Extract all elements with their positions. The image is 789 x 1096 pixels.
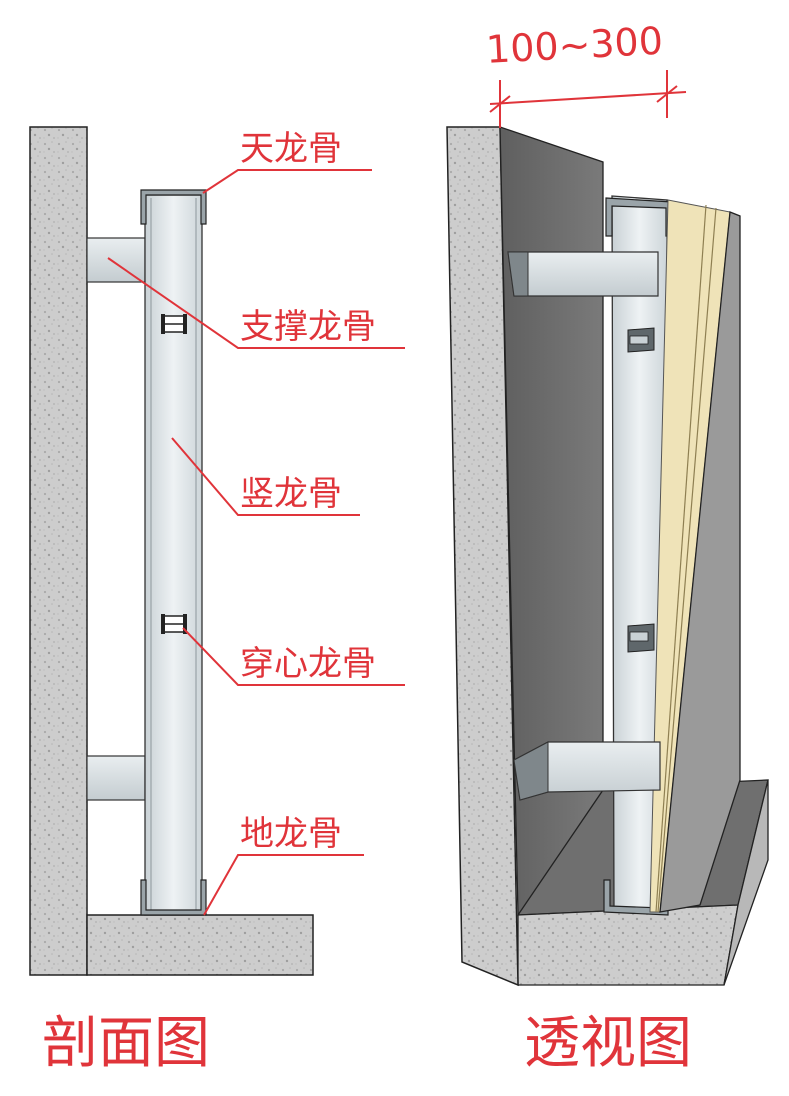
perspective-wall-front xyxy=(446,126,519,987)
perspective-through-keel-clip-upper xyxy=(627,327,655,353)
section-view xyxy=(29,126,314,976)
label-ceiling-keel: 天龙骨 xyxy=(240,129,342,169)
dimension-label: 100~300 xyxy=(485,19,664,72)
perspective-board-face xyxy=(659,211,741,913)
section-vertical-keel xyxy=(144,194,203,916)
section-through-keel-clip-upper xyxy=(161,314,187,334)
label-vertical-keel: 竖龙骨 xyxy=(240,474,342,514)
leader-vertical-keel xyxy=(171,437,360,516)
section-ceiling-keel xyxy=(140,189,207,225)
perspective-through-keel-clip-lower xyxy=(627,623,655,653)
section-support-keel-top xyxy=(86,237,146,283)
perspective-floor-front xyxy=(517,904,739,986)
leader-through-keel xyxy=(182,627,405,686)
leader-support-keel xyxy=(107,257,405,349)
dimension-line xyxy=(489,70,687,128)
section-through-keel-clip-lower xyxy=(161,614,187,634)
annotations xyxy=(107,169,405,916)
section-concrete-wall xyxy=(29,126,88,976)
leader-ceiling-keel xyxy=(202,169,372,194)
label-through-keel: 穿心龙骨 xyxy=(240,644,376,684)
section-support-keel-bottom xyxy=(86,755,146,801)
leader-floor-keel xyxy=(203,854,364,916)
caption-perspective: 透视图 xyxy=(524,1011,692,1076)
section-concrete-floor xyxy=(86,914,314,976)
perspective-support-keel-bottom xyxy=(513,741,661,801)
perspective-wall-face xyxy=(499,126,604,918)
caption-section: 剖面图 xyxy=(42,1011,210,1076)
perspective-support-keel-top xyxy=(507,251,659,297)
perspective-floor-side xyxy=(723,779,769,986)
section-floor-keel xyxy=(140,879,207,916)
perspective-view xyxy=(446,126,769,987)
label-support-keel: 支撑龙骨 xyxy=(240,307,376,347)
label-floor-keel: 地龙骨 xyxy=(240,814,342,854)
